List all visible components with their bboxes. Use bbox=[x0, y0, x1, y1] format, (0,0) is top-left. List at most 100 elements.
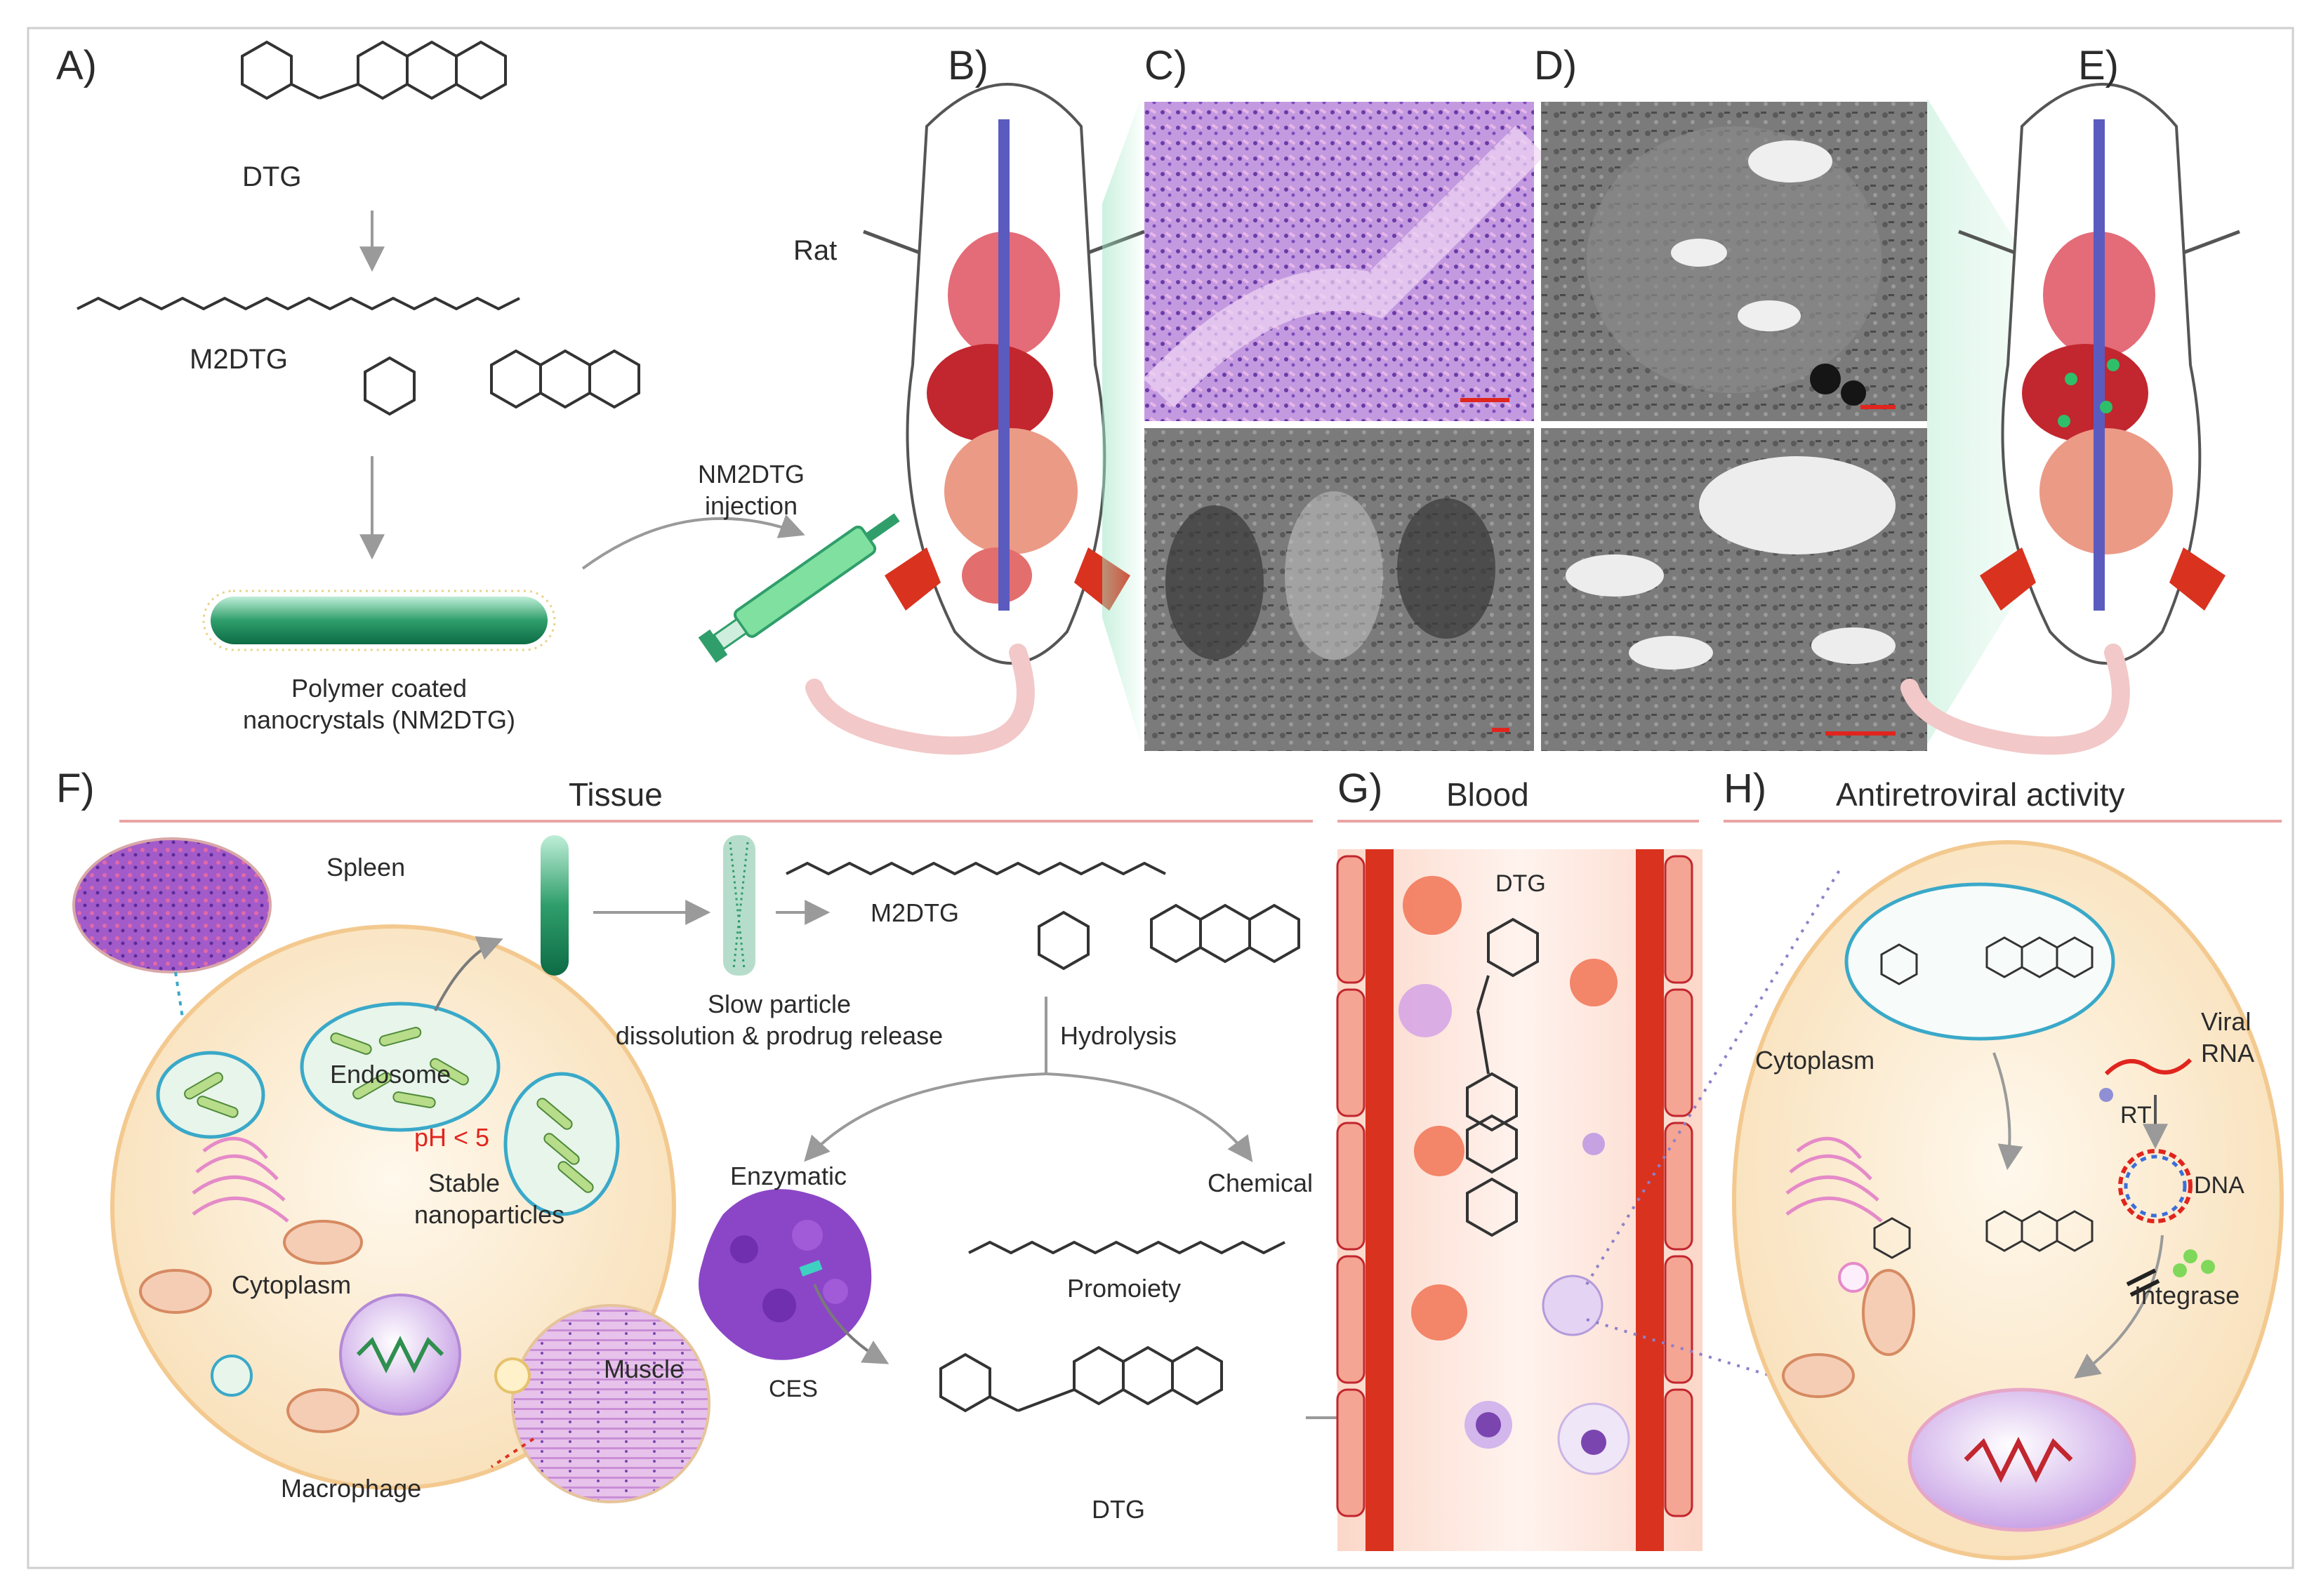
dissolving-rod-icon bbox=[723, 835, 755, 976]
em-crystal bbox=[1566, 554, 1664, 597]
neutrophil-nucleus bbox=[1581, 1430, 1606, 1455]
em-nucleus bbox=[1397, 498, 1495, 639]
dtg-g-label: DTG bbox=[1495, 870, 1546, 898]
em-nucleus bbox=[1165, 505, 1264, 660]
panel-label-c: C) bbox=[1144, 42, 1187, 89]
stable-line2: nanoparticles bbox=[414, 1200, 564, 1230]
em-crystal bbox=[1629, 636, 1713, 670]
platelet-icon bbox=[1582, 1133, 1605, 1155]
vesicle-icon bbox=[1839, 1263, 1867, 1291]
mitochondria-icon bbox=[284, 1221, 362, 1263]
m2dtg-f-label: M2DTG bbox=[871, 898, 959, 928]
panel-label-d: D) bbox=[1534, 42, 1577, 89]
nanocrystal-caption-line2: nanocrystals (NM2DTG) bbox=[211, 705, 548, 735]
em-inclusion bbox=[1285, 491, 1383, 660]
rat-label: Rat bbox=[793, 235, 837, 267]
monocyte-nucleus bbox=[1476, 1412, 1501, 1437]
ph-label: pH < 5 bbox=[414, 1123, 489, 1152]
syringe-icon bbox=[699, 505, 906, 663]
endosome-small-icon bbox=[158, 1053, 263, 1137]
ces-label: CES bbox=[769, 1376, 818, 1403]
integrase-icon bbox=[2201, 1260, 2215, 1274]
enzymatic-label: Enzymatic bbox=[730, 1162, 847, 1191]
header-antiretroviral: Antiretroviral activity bbox=[1836, 776, 2125, 813]
integrase-icon bbox=[2173, 1263, 2187, 1277]
spleen-label: Spleen bbox=[326, 853, 405, 882]
mitochondria-icon bbox=[1783, 1355, 1853, 1397]
lymphocyte-icon bbox=[1543, 1276, 1602, 1335]
connector-line bbox=[176, 972, 183, 1018]
em-granule bbox=[1841, 380, 1866, 406]
em-crystal bbox=[1748, 140, 1832, 182]
red-blood-cell-icon bbox=[1414, 1126, 1464, 1176]
header-tissue: Tissue bbox=[569, 776, 663, 813]
panel-label-e: E) bbox=[2078, 42, 2119, 89]
blood-vessel-icon bbox=[1337, 849, 1702, 1551]
beam-left bbox=[1102, 98, 1141, 744]
chemical-label: Chemical bbox=[1208, 1169, 1313, 1198]
dtg-structure-bottom-icon bbox=[941, 1348, 1222, 1411]
m2dtg-chain-f-icon bbox=[786, 863, 1165, 874]
endosome-label: Endosome bbox=[330, 1060, 451, 1089]
slow-line1: Slow particle bbox=[618, 990, 941, 1019]
m2dtg-chain-icon bbox=[77, 298, 520, 309]
muscle-tissue-image bbox=[513, 1305, 709, 1502]
panel-label-h: H) bbox=[1724, 765, 1766, 812]
cytoplasm-h-label: Cytoplasm bbox=[1755, 1046, 1874, 1075]
vesicle-icon bbox=[212, 1356, 251, 1395]
muscle-label: Muscle bbox=[604, 1355, 684, 1384]
mitochondria-icon bbox=[140, 1270, 211, 1312]
dtg-label: DTG bbox=[242, 161, 301, 193]
arrow-injection bbox=[583, 519, 800, 568]
slow-line2: dissolution & prodrug release bbox=[590, 1021, 969, 1051]
rat-anatomy-icon bbox=[814, 84, 1144, 745]
header-blood: Blood bbox=[1446, 776, 1529, 813]
em-crystal bbox=[1671, 239, 1727, 267]
integrase-icon bbox=[2183, 1249, 2197, 1263]
ces-enzyme-icon bbox=[699, 1189, 871, 1359]
promoiety-chain-icon bbox=[969, 1242, 1285, 1253]
mitochondria-icon bbox=[288, 1390, 358, 1432]
panel-label-a: A) bbox=[56, 42, 97, 89]
vesicle-icon bbox=[496, 1359, 529, 1392]
red-blood-cell-icon bbox=[1570, 959, 1618, 1006]
red-blood-cell-icon bbox=[1411, 1284, 1467, 1341]
white-blood-cell-icon bbox=[1398, 984, 1452, 1037]
arrow-enzymatic bbox=[807, 1074, 1046, 1158]
spleen-tissue-image bbox=[74, 839, 270, 972]
nanocrystal-rod-small-icon bbox=[541, 835, 569, 976]
hydrolysis-label: Hydrolysis bbox=[1060, 1021, 1177, 1051]
panel-label-b: B) bbox=[948, 42, 988, 89]
cytoplasm-label: Cytoplasm bbox=[232, 1270, 351, 1300]
em-cell bbox=[1587, 126, 1882, 393]
em-crystal bbox=[1811, 627, 1896, 664]
em-crystal bbox=[1699, 456, 1896, 554]
panel-label-f: F) bbox=[56, 765, 95, 812]
em-granule bbox=[1810, 364, 1841, 394]
m2dtg-label: M2DTG bbox=[190, 344, 288, 375]
m2dtg-rings-icon bbox=[365, 351, 639, 414]
dtg-structure-icon bbox=[242, 42, 505, 98]
panel-label-g: G) bbox=[1337, 765, 1382, 812]
rt-label: RT bbox=[2120, 1102, 2152, 1129]
arrow-chemical bbox=[1046, 1074, 1250, 1158]
dna-label: DNA bbox=[2194, 1172, 2244, 1199]
vesicle-dtg-icon bbox=[1846, 884, 2113, 1039]
nanocrystal-rod-icon bbox=[204, 591, 555, 650]
macrophage-label: Macrophage bbox=[281, 1474, 421, 1503]
mitochondria-icon bbox=[1863, 1270, 1914, 1355]
injection-line2: injection bbox=[674, 491, 828, 521]
stable-line1: Stable bbox=[428, 1169, 500, 1198]
integrase-label: Integrase bbox=[2134, 1281, 2240, 1310]
em-crystal bbox=[1738, 300, 1801, 331]
endosome-stable-icon bbox=[505, 1074, 618, 1214]
viral-line2: RNA bbox=[2201, 1039, 2254, 1068]
nanocrystal-caption-line1: Polymer coated bbox=[232, 674, 527, 703]
viral-line1: Viral bbox=[2201, 1007, 2251, 1037]
injection-line1: NM2DTG bbox=[674, 460, 828, 489]
dtg-f-label: DTG bbox=[1092, 1495, 1145, 1524]
m2dtg-rings-f-icon bbox=[1039, 905, 1299, 969]
promoiety-label: Promoiety bbox=[1067, 1274, 1181, 1303]
host-nucleus-icon bbox=[1910, 1390, 2134, 1530]
